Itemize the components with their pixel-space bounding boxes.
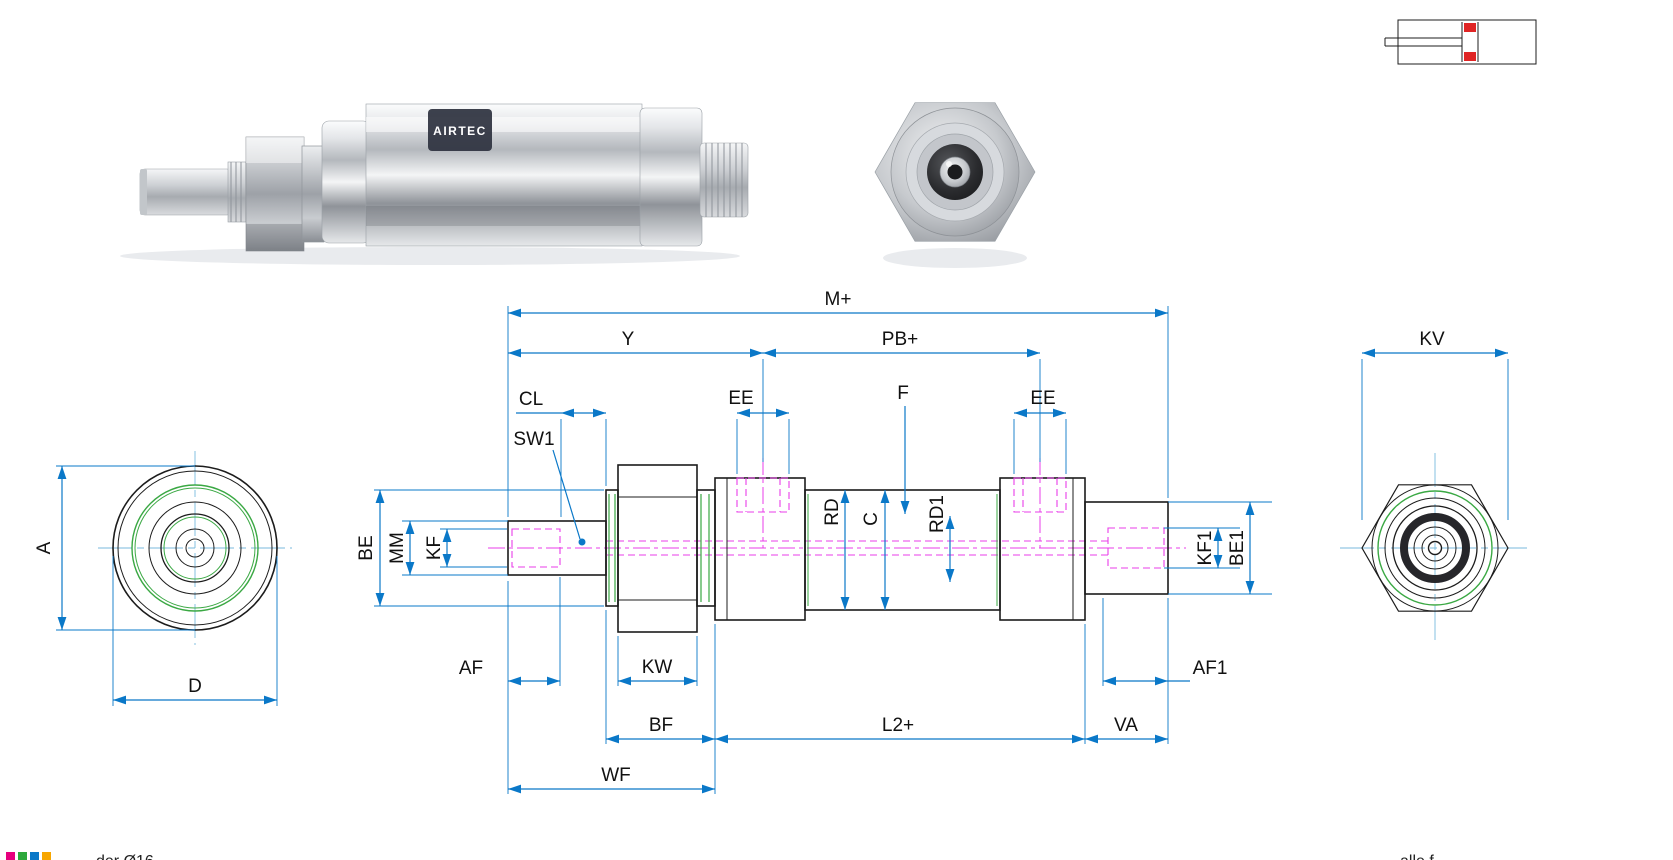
sw1-leader (552, 449, 581, 540)
dim-label-ee-left: EE (728, 388, 753, 409)
rear-thread-hidden (1107, 527, 1165, 569)
magnet-mark-top (1464, 23, 1476, 32)
thick-seal-ring (1400, 513, 1470, 583)
dim-label-af1: AF1 (1193, 658, 1228, 679)
front-view-photo (874, 102, 1036, 268)
dim-label-kf: KF (424, 536, 445, 560)
rear-end-cap (639, 107, 703, 247)
symbol-body (1397, 19, 1537, 65)
rear-view-drawing (1340, 453, 1530, 643)
centerline-cross (98, 451, 292, 645)
front-end-cap (321, 120, 371, 244)
dim-label-ee-right: EE (1030, 388, 1055, 409)
ring (1421, 534, 1449, 562)
rod-thread-hidden (511, 528, 561, 568)
seal-ring-outer (131, 484, 259, 612)
ring (1384, 497, 1486, 599)
nut-shade (246, 224, 304, 251)
dim-label-f: F (897, 383, 909, 404)
dim-label-kv: KV (1419, 329, 1445, 350)
footer-logo-mark (30, 852, 39, 860)
dimension-labels: M+ Y PB+ CL SW1 EE F EE KV BE MM KF RD C… (34, 289, 1445, 786)
port-front-thread (745, 478, 781, 512)
footer-right-fragment: alle f (1400, 853, 1434, 860)
barrel-shade (366, 206, 642, 226)
port-rear-thread (1022, 478, 1058, 512)
ring (175, 528, 215, 568)
dim-label-sw1: SW1 (513, 429, 554, 450)
side-section-drawing (488, 458, 1186, 633)
dim-label-kf1: KF1 (1195, 531, 1216, 566)
cylinder-schematic-icon (1384, 19, 1537, 65)
symbol-piston (1461, 22, 1479, 62)
dim-label-cl: CL (519, 389, 543, 410)
dimension-annotations (56, 306, 1509, 794)
nut-highlight (246, 137, 304, 163)
nut-facet-lines (618, 496, 697, 601)
rear-boss (1084, 501, 1169, 595)
ring (148, 501, 242, 595)
rear-thread-ridges (705, 143, 743, 217)
dim-label-a: A (34, 541, 55, 554)
seal-ring (1377, 490, 1493, 606)
footer-clipped-text: der Ø16 alle f (6, 852, 1434, 860)
front-seal-lines (608, 494, 616, 602)
rod-center (947, 164, 963, 180)
ring (1392, 505, 1478, 591)
magnet-mark-bottom (1464, 52, 1476, 61)
highlight-dot (946, 161, 952, 167)
footer-logo-mark (42, 852, 51, 860)
side-photo: AIRTEC (120, 103, 749, 265)
dim-label-pb-plus: PB+ (882, 329, 918, 350)
dim-label-be: BE (356, 535, 377, 560)
dim-label-be1: BE1 (1227, 530, 1248, 566)
dim-label-kw: KW (642, 657, 673, 678)
sw1-target-dot (578, 538, 586, 546)
ring (1413, 526, 1457, 570)
piston-rod (139, 168, 233, 216)
dim-label-rd1: RD1 (927, 495, 948, 533)
dim-label-d: D (188, 676, 202, 697)
rear-head (999, 477, 1086, 621)
internal-rod-hidden (606, 540, 1108, 556)
barrel-seal-lines (807, 494, 998, 606)
dim-label-va: VA (1114, 715, 1138, 736)
center-circle (1427, 540, 1443, 556)
dim-label-c: C (861, 512, 882, 526)
barrel-highlight (366, 117, 642, 132)
footer-logo-mark (18, 852, 27, 860)
brand-sticker (428, 109, 492, 151)
photo-shadow (120, 247, 740, 265)
dim-label-m-plus: M+ (825, 289, 852, 310)
rod-tip (140, 169, 147, 215)
photo-shadow (883, 248, 1027, 268)
rod-circle (185, 538, 205, 558)
dim-label-l2-plus: L2+ (882, 715, 914, 736)
centerline-cross (1340, 453, 1530, 643)
hex-outline (1361, 484, 1509, 612)
dim-label-wf: WF (601, 765, 631, 786)
dim-label-af: AF (459, 658, 483, 679)
seal-ring-outer-2 (134, 487, 256, 609)
dim-label-rd: RD (822, 498, 843, 525)
ring (117, 470, 273, 626)
front-head (714, 477, 806, 621)
brand-label: AIRTEC (433, 124, 487, 138)
dim-label-y: Y (622, 329, 635, 350)
extension-lines (56, 306, 1509, 794)
mounting-hex-nut (245, 136, 305, 252)
footer-left-fragment: der Ø16 (96, 853, 154, 860)
rod-thread-ridges (230, 162, 247, 222)
ring (160, 513, 230, 583)
footer-logo-mark (6, 852, 15, 860)
front-seal-lines-2 (700, 494, 710, 602)
ring (1371, 484, 1499, 612)
lock-nut (301, 145, 325, 243)
dim-label-mm: MM (387, 532, 408, 564)
seal-ring-inner (163, 516, 227, 580)
symbol-rod (1384, 37, 1462, 47)
front-view-drawing (98, 451, 292, 645)
dim-label-bf: BF (649, 715, 673, 736)
